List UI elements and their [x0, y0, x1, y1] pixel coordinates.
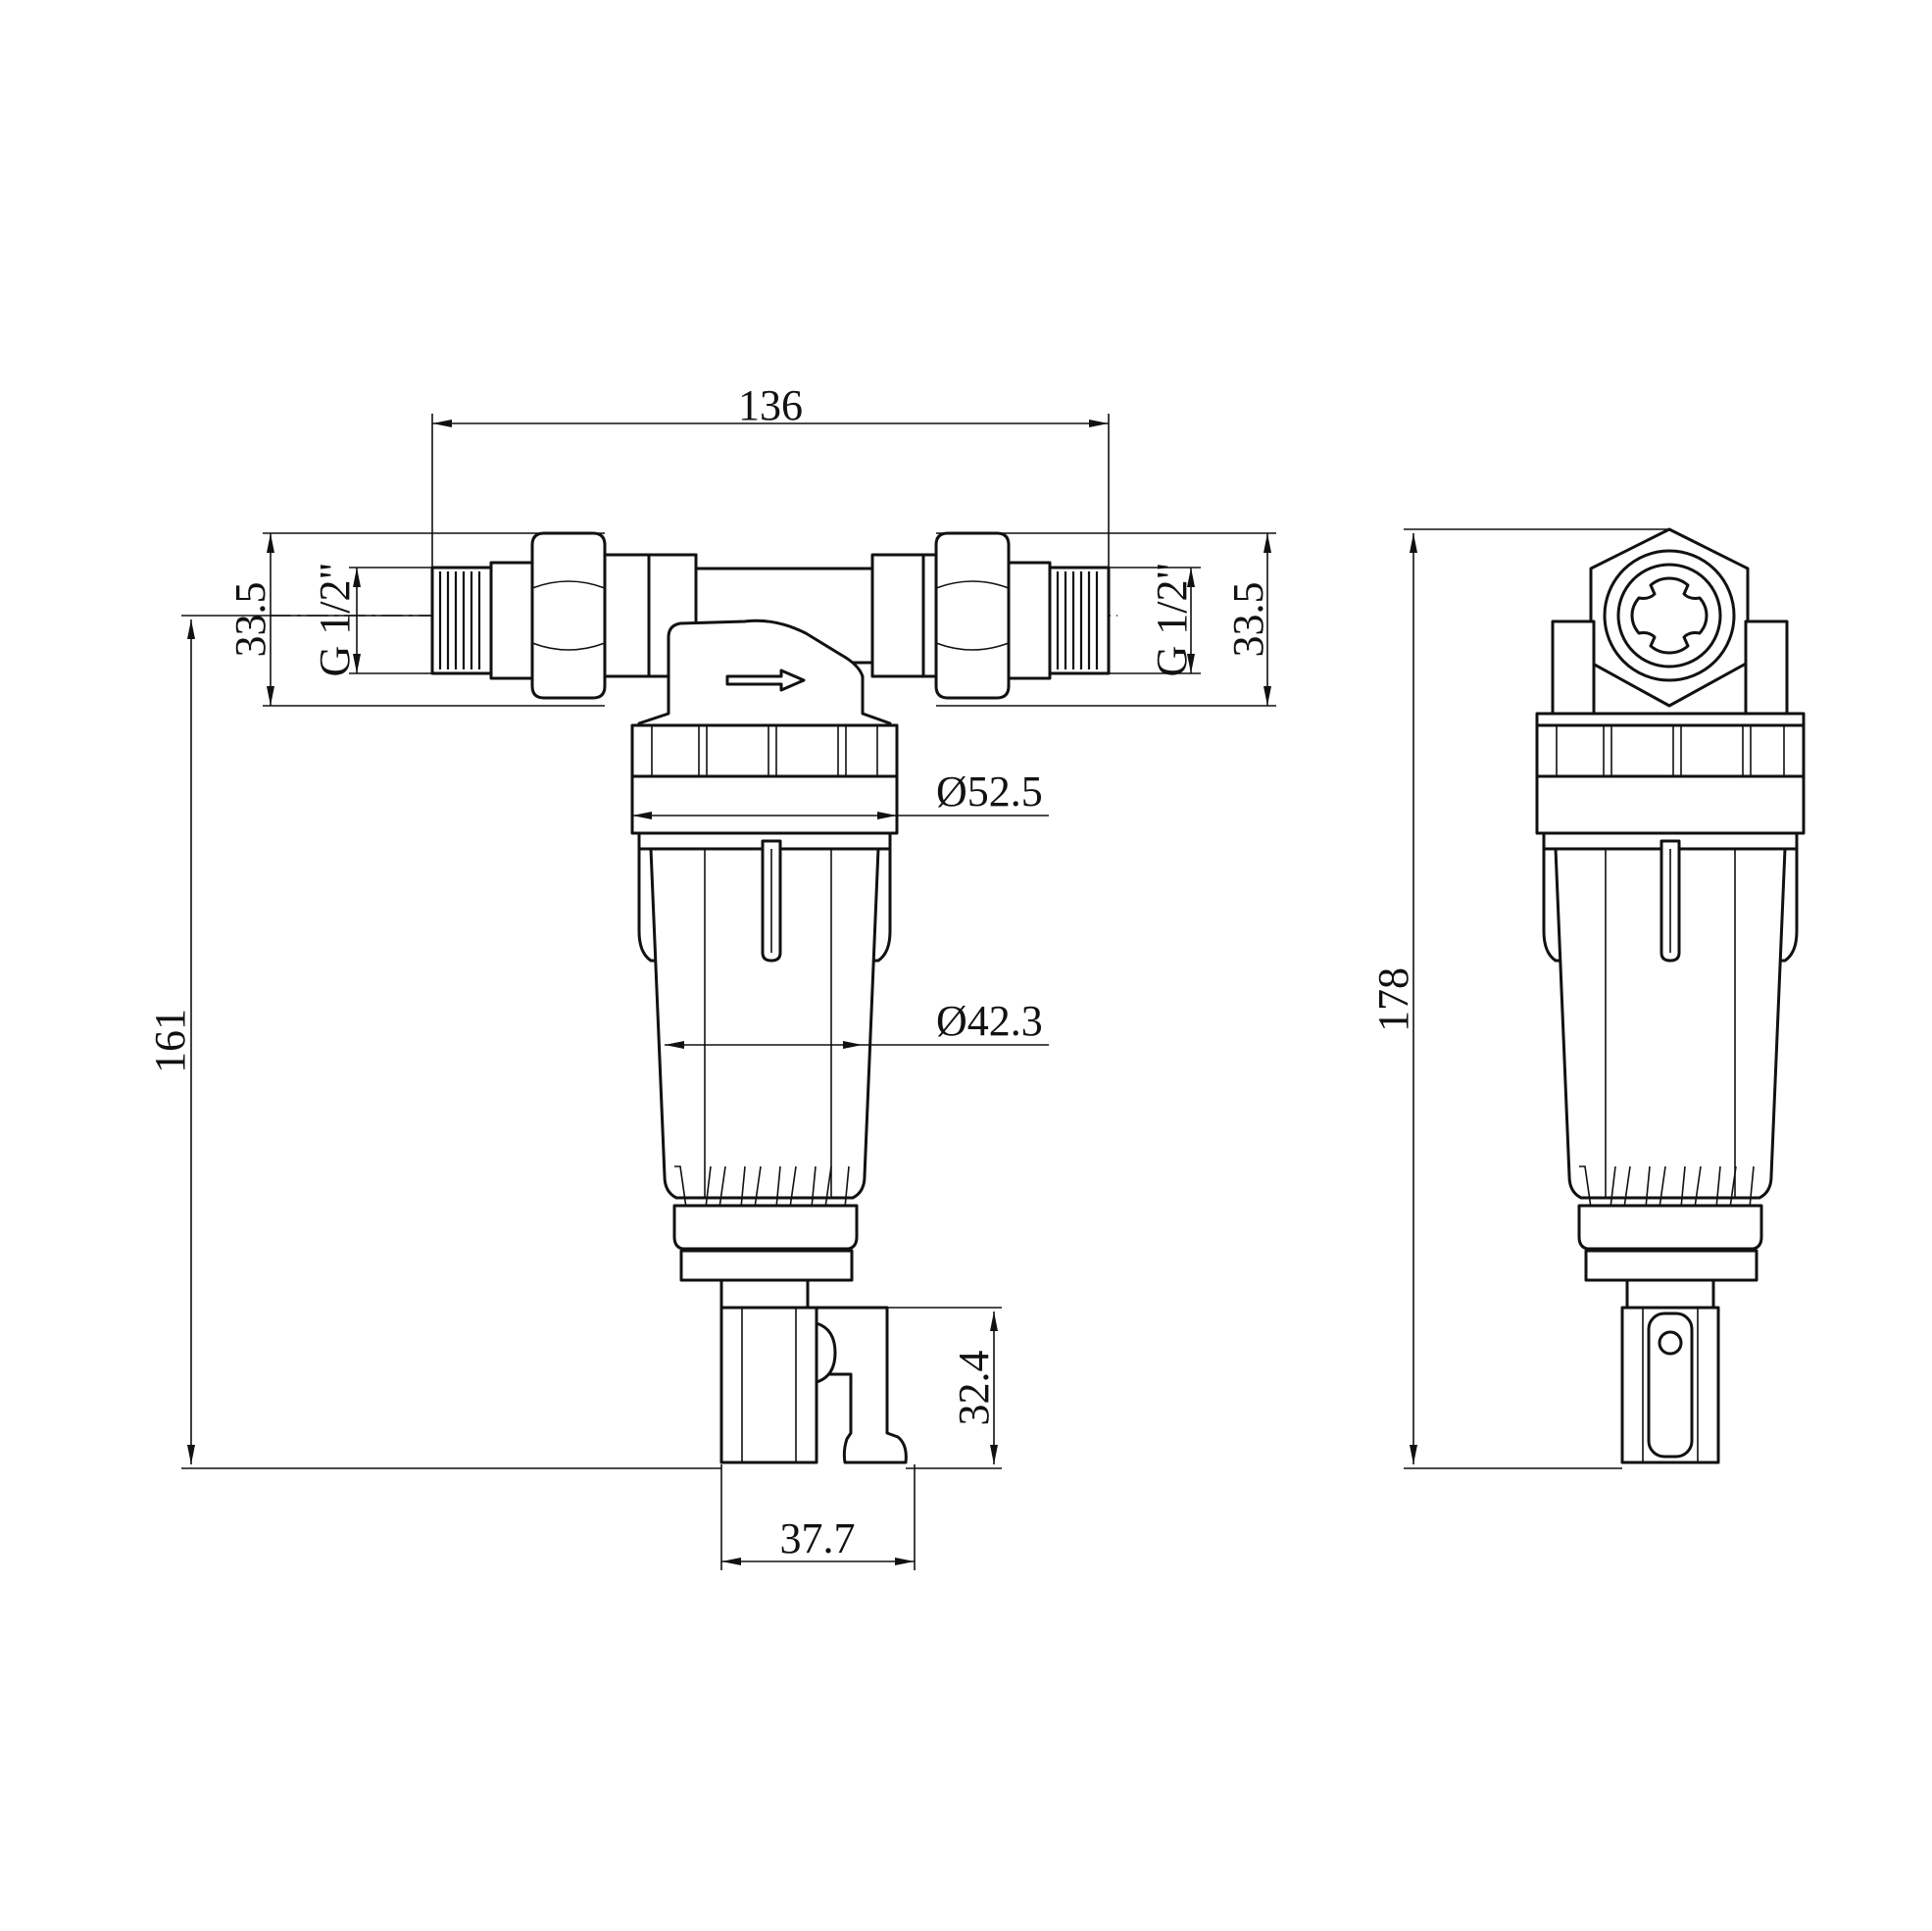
drain-valve-knob — [815, 1321, 837, 1384]
dim-left-height: 33.5 — [226, 582, 274, 658]
side-head-band — [1535, 774, 1806, 835]
dim-overall-height: 178 — [1369, 967, 1417, 1032]
flow-direction-arrow — [725, 668, 806, 692]
left-threaded-end — [430, 561, 534, 680]
side-view — [1535, 527, 1806, 1464]
side-bracket-left — [1551, 619, 1596, 721]
dim-left-thread: G 1/2" — [311, 563, 359, 677]
right-hex-nut — [934, 531, 1011, 700]
bowl-bottom-plate — [679, 1249, 854, 1282]
side-bowl-base — [1577, 1204, 1763, 1251]
filter-bowl — [649, 847, 880, 1200]
side-filter-bowl — [1554, 847, 1787, 1200]
side-ribbed-ring — [1535, 723, 1806, 778]
dim-overall-length: 136 — [738, 381, 803, 429]
side-drain-handle[interactable] — [1647, 1312, 1694, 1459]
filter-head-housing — [637, 619, 892, 727]
head-band — [630, 774, 899, 835]
right-threaded-end — [1007, 561, 1111, 680]
side-bracket-right — [1744, 619, 1789, 721]
dim-right-thread: G 1/2" — [1148, 563, 1196, 677]
dim-right-height: 33.5 — [1224, 582, 1272, 658]
dim-valve-height: 32.4 — [950, 1351, 998, 1426]
drain-valve-body — [719, 1278, 810, 1310]
drain-valve-block — [719, 1306, 818, 1464]
side-drain-pin — [1658, 1330, 1683, 1356]
dimension-lines — [181, 414, 1669, 1570]
dim-height-from-axis: 161 — [146, 1009, 194, 1073]
right-nut-spacer — [921, 553, 938, 678]
left-hex-nut — [530, 531, 607, 700]
right-collar — [870, 553, 925, 678]
side-bowl-bottom-plate — [1584, 1249, 1759, 1282]
ribbed-ring — [630, 723, 899, 778]
side-port-key — [1630, 576, 1709, 655]
dim-head-diameter: Ø52.5 — [936, 767, 1043, 816]
front-view — [270, 531, 1117, 1464]
dim-valve-width: 37.7 — [780, 1514, 856, 1562]
bowl-base — [672, 1204, 859, 1251]
side-drain-valve-body — [1625, 1278, 1715, 1310]
dim-bowl-diameter: Ø42.3 — [936, 997, 1043, 1045]
drain-valve-handle[interactable] — [815, 1306, 908, 1464]
